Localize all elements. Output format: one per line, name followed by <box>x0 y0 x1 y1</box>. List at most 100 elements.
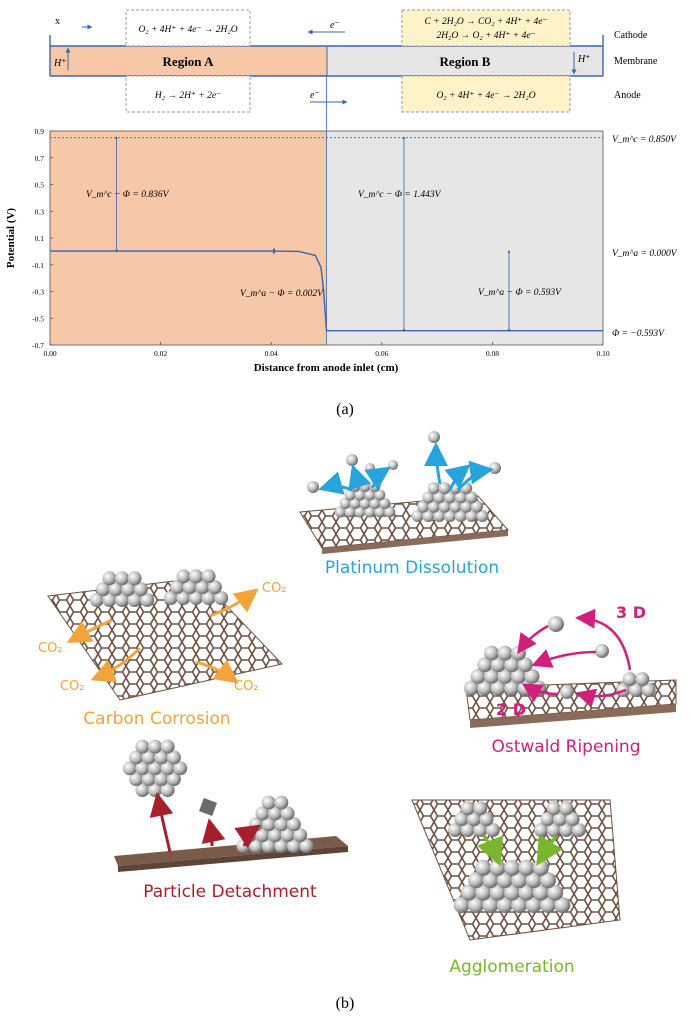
pt-atom <box>108 582 123 597</box>
region-a-band <box>50 46 327 76</box>
annot-right-va: V_m^a = 0.000V <box>612 249 678 259</box>
pt-atom <box>460 500 473 513</box>
pt-atom <box>525 872 542 889</box>
agglomeration-arrow <box>477 834 504 867</box>
chart-region-a <box>50 131 327 345</box>
pt-atom <box>189 569 203 584</box>
pt-atom <box>422 491 435 504</box>
annot-right-phi: Φ = −0.593V <box>612 329 665 339</box>
detachment-arrow <box>234 824 261 848</box>
co2-label: CO₂ <box>262 581 287 596</box>
co2-label: CO₂ <box>234 679 259 694</box>
pt-atom <box>359 497 371 509</box>
region-b-label: Region B <box>440 54 491 69</box>
migrating-atom <box>595 644 609 658</box>
pt-atom <box>496 872 513 889</box>
pt-atom <box>475 859 492 876</box>
annotation-arrows <box>114 136 511 333</box>
pt-atom <box>422 510 435 522</box>
pt-atom <box>454 510 467 522</box>
pt-atom <box>490 680 506 696</box>
pt-atom <box>467 812 481 827</box>
detachment-arrow <box>149 792 174 853</box>
pt-atom <box>280 828 295 843</box>
co2-label: CO₂ <box>60 679 85 694</box>
x-tick-label: 0.02 <box>154 349 167 358</box>
pt-atom <box>261 839 276 853</box>
dissolved-atom <box>365 463 375 473</box>
y-tick-label: 0.7 <box>35 154 45 163</box>
pt-atom <box>497 668 513 684</box>
pt-atom <box>140 593 155 607</box>
pt-atom <box>173 761 188 776</box>
pt-atom <box>484 668 499 684</box>
dissolution-graphene-edge <box>322 530 508 554</box>
pt-atom <box>411 510 424 522</box>
pt-atom <box>261 817 276 832</box>
pt-atom <box>433 510 446 522</box>
pt-atom <box>641 683 656 697</box>
y-tick-label: 0.5 <box>35 181 45 190</box>
pt-atom <box>465 491 478 504</box>
pt-atom <box>473 823 488 837</box>
pt-atom <box>497 645 513 661</box>
pt-atom <box>479 812 494 827</box>
ostwald-3d-arrow <box>531 649 597 668</box>
pt-atom <box>504 680 520 696</box>
y-tick-label: -0.3 <box>32 288 44 297</box>
pt-atom <box>102 571 117 586</box>
pt-atom <box>89 593 104 607</box>
pt-atom <box>122 761 137 776</box>
particle-detachment-illustration: Particle Detachment <box>114 739 348 902</box>
label-platinum-dissolution: Platinum Dissolution <box>325 558 499 578</box>
pt-atom <box>482 872 499 889</box>
x-tick-label: 0.04 <box>265 349 278 358</box>
pt-atom <box>540 872 556 889</box>
pt-atom <box>115 571 129 586</box>
pt-atom <box>559 801 574 816</box>
y-tick-label: -0.5 <box>32 314 44 323</box>
pt-atom <box>160 739 175 754</box>
x-tick-label: 0.08 <box>486 349 499 358</box>
pt-atom <box>504 884 520 901</box>
dissolved-atom <box>489 462 501 474</box>
pt-atom <box>460 801 475 816</box>
pt-atom <box>166 772 181 787</box>
pt-atom <box>438 500 451 513</box>
dissolved-atom <box>428 431 440 443</box>
pt-atom <box>482 897 499 913</box>
pt-atom <box>460 884 477 901</box>
pt-atom <box>189 591 203 605</box>
pt-atom <box>553 812 567 827</box>
co2-arrow <box>195 659 239 684</box>
label-agglomeration: Agglomeration <box>449 957 574 977</box>
pt-atom <box>339 497 351 509</box>
migrating-atom <box>560 685 574 699</box>
annot-va-region-b: V_m^a − Φ = 0.593V <box>478 288 562 298</box>
hplus-right: H⁺ <box>577 54 591 65</box>
pt-atom <box>534 823 549 837</box>
potential-series-line <box>50 250 603 332</box>
pt-atom <box>201 591 216 605</box>
x-axis-symbol: x <box>55 16 60 27</box>
pt-atom <box>154 750 169 765</box>
pt-atom <box>274 839 289 853</box>
pt-atom <box>129 750 144 765</box>
dissolution-arrow <box>444 464 471 491</box>
x-axis-label: Distance from anode inlet (cm) <box>254 362 399 374</box>
region-a-label: Region A <box>163 54 215 69</box>
pt-atom <box>518 884 535 901</box>
ostwald-graphene-edge <box>470 704 676 728</box>
pt-atom <box>364 489 376 501</box>
platinum-dissolution-illustration: Platinum Dissolution <box>299 431 510 578</box>
pt-atom <box>547 884 564 901</box>
cathode-b-reaction-2: 2H₂O → O₂ + 4H⁺ + 4e⁻ <box>436 31 535 41</box>
pt-atom <box>160 761 175 776</box>
x-tick-label: 0.06 <box>375 349 388 358</box>
pt-atom <box>274 817 289 832</box>
migrating-atom <box>548 616 564 632</box>
pt-atom <box>135 739 150 754</box>
dissolved-atom <box>388 460 398 470</box>
